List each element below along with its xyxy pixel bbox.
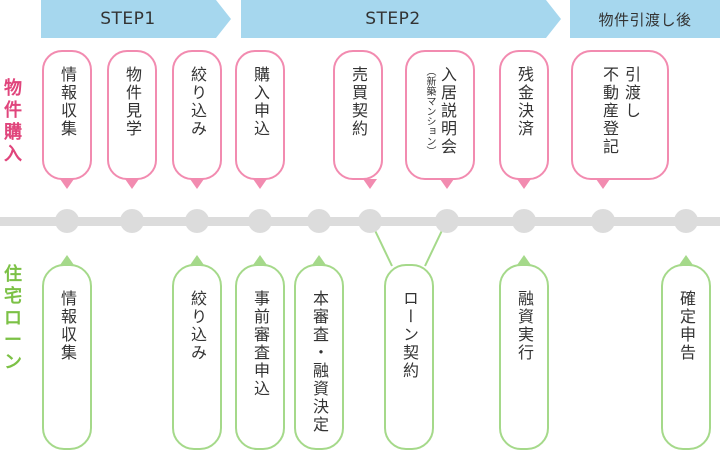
loan-step-label: 絞り込み: [188, 290, 207, 362]
step3-banner: 物件引渡し後: [570, 0, 720, 38]
purchase-step-bubble: 情報収集: [42, 50, 92, 180]
timeline-node: [55, 209, 79, 233]
purchase-step-sublabel: （新築マンション）: [424, 66, 435, 156]
loan-step-bubble: 絞り込み: [172, 264, 222, 450]
step2-banner: STEP2: [241, 0, 561, 38]
purchase-step-label: 情報収集: [58, 66, 77, 138]
timeline-node: [185, 209, 209, 233]
down-arrow-icon: [253, 179, 267, 189]
timeline-node: [248, 209, 272, 233]
down-arrow-icon: [125, 179, 139, 189]
purchase-step-label: 残金決済: [515, 66, 534, 138]
step1-banner: STEP1: [41, 0, 231, 38]
step1-label: STEP1: [100, 9, 156, 29]
purchase-step-label: 引渡し: [622, 66, 641, 120]
timeline-node: [307, 209, 331, 233]
purchase-step-bubble: 物件見学: [107, 50, 157, 180]
step3-label: 物件引渡し後: [598, 10, 692, 29]
down-arrow-icon: [596, 179, 610, 189]
loan-row-label: 住宅ローン: [4, 264, 22, 373]
up-arrow-icon: [253, 255, 267, 265]
up-arrow-icon: [190, 255, 204, 265]
purchase-step-bubble: 引渡し不動産登記: [571, 50, 669, 180]
timeline-node: [358, 209, 382, 233]
up-arrow-icon: [60, 255, 74, 265]
loan-step-label: 融資実行: [515, 290, 534, 362]
down-arrow-icon: [190, 179, 204, 189]
loan-step-label: 事前審査申込: [251, 290, 270, 398]
purchase-step-label: 売買契約: [349, 66, 368, 138]
purchase-step-bubble: 残金決済: [499, 50, 549, 180]
loan-step-bubble: 融資実行: [499, 264, 549, 450]
timeline-node: [435, 209, 459, 233]
timeline-node: [120, 209, 144, 233]
up-arrow-icon: [312, 255, 326, 265]
loan-step-bubble: 事前審査申込: [235, 264, 285, 450]
purchase-step-label: 入居説明会: [438, 66, 457, 156]
purchase-row-label: 物件購入: [4, 78, 22, 165]
timeline-node: [512, 209, 536, 233]
up-arrow-icon: [517, 255, 531, 265]
purchase-step-bubble: 絞り込み: [172, 50, 222, 180]
loan-step-bubble: 本審査・融資決定: [294, 264, 344, 450]
timeline-node: [591, 209, 615, 233]
loan-step-label: 確定申告: [677, 290, 696, 362]
purchase-step-bubble: 入居説明会（新築マンション）: [405, 50, 475, 180]
purchase-step-label: 絞り込み: [188, 66, 207, 138]
loan-step-label: 本審査・融資決定: [310, 290, 329, 434]
down-arrow-icon: [440, 179, 454, 189]
step2-label: STEP2: [365, 9, 421, 29]
timeline-node: [674, 209, 698, 233]
loan-step-bubble: 情報収集: [42, 264, 92, 450]
purchase-step-bubble: 購入申込: [235, 50, 285, 180]
purchase-step-label: 購入申込: [251, 66, 270, 138]
loan-step-label: 情報収集: [58, 290, 77, 362]
down-arrow-icon: [60, 179, 74, 189]
down-arrow-icon: [517, 179, 531, 189]
purchase-step-label: 物件見学: [123, 66, 142, 138]
purchase-step-bubble: 売買契約: [333, 50, 383, 180]
down-arrow-icon: [363, 179, 377, 189]
loan-step-label: ローン契約: [400, 290, 419, 380]
loan-step-bubble: 確定申告: [661, 264, 711, 450]
up-arrow-icon: [679, 255, 693, 265]
loan-step-bubble: ローン契約: [384, 264, 434, 450]
purchase-step-sublabel: 不動産登記: [600, 66, 619, 156]
